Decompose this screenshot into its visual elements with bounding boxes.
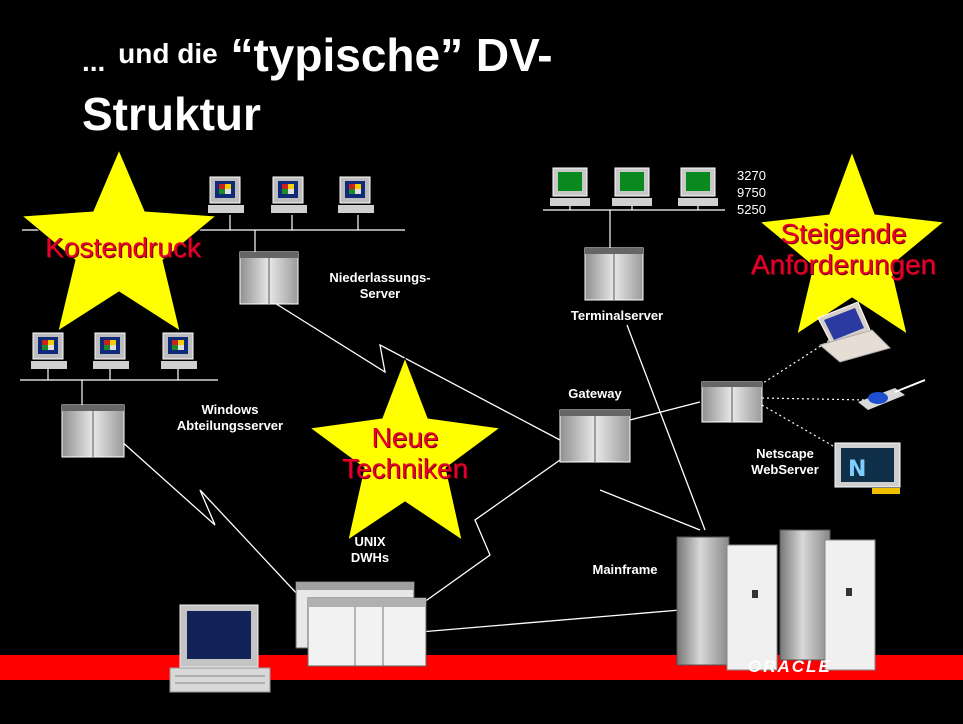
star-steigende-anforderungen [758, 150, 946, 336]
label-windows-abteilungsserver: Windows Abteilungsserver [176, 402, 284, 433]
title-second-line: Struktur [82, 88, 261, 140]
label-terminalserver: Terminalserver [570, 308, 664, 323]
desktop-pc-icon [169, 604, 271, 693]
terminal [550, 167, 590, 206]
title-small: und die [118, 38, 218, 69]
star-text-steigende-anforderungen: Steigende Anforderungen [750, 218, 937, 280]
label-niederlassungs-server: Niederlassungs- Server [329, 270, 431, 301]
title-ellipsis: ... [82, 46, 106, 77]
star-text-kostendruck: Kostendruck [45, 232, 201, 263]
workstation [31, 332, 67, 369]
gateway-server-icon [559, 409, 631, 463]
terminal [612, 167, 652, 206]
workstation [93, 332, 129, 369]
terminal [678, 167, 718, 206]
label-mainframe: Mainframe [592, 562, 658, 577]
label-gateway: Gateway [568, 386, 622, 401]
workstation [271, 176, 307, 213]
svg-text:N: N [848, 457, 866, 482]
workstation-group-niederlassung [208, 176, 374, 213]
workstation-group-windows [31, 332, 197, 369]
mainframe-icon [676, 529, 876, 671]
windows-server-icon [61, 404, 125, 458]
label-unix-dwhs: UNIX DWHs [350, 534, 390, 565]
niederlassungs-server-icon [239, 251, 299, 305]
workstation [161, 332, 197, 369]
webserver-icon [701, 381, 763, 423]
label-netscape-webserver: Netscape WebServer [751, 446, 819, 477]
web-monitor-icon: N [834, 442, 901, 494]
terminal-group [550, 167, 718, 206]
unix-dwh-server-icon [295, 581, 427, 667]
star-neue-techniken [308, 356, 502, 542]
terminal-code: 9750 [737, 185, 766, 200]
terminal-code: 3270 [737, 168, 766, 183]
star-kostendruck [20, 148, 218, 333]
dotted-links [759, 339, 869, 451]
terminal-code: 5250 [737, 202, 766, 217]
title-main: “typische” DV- [230, 29, 553, 81]
workstation [338, 176, 374, 213]
slide-title: ... und die “typische” DV- Struktur [82, 28, 702, 140]
workstation [208, 176, 244, 213]
oracle-logo: ORACLE [748, 657, 832, 676]
terminalserver-icon [584, 247, 644, 301]
star-text-neue-techniken: Neue Techniken [341, 422, 469, 484]
laptop-icon [817, 301, 891, 363]
handheld-icon [858, 379, 926, 410]
